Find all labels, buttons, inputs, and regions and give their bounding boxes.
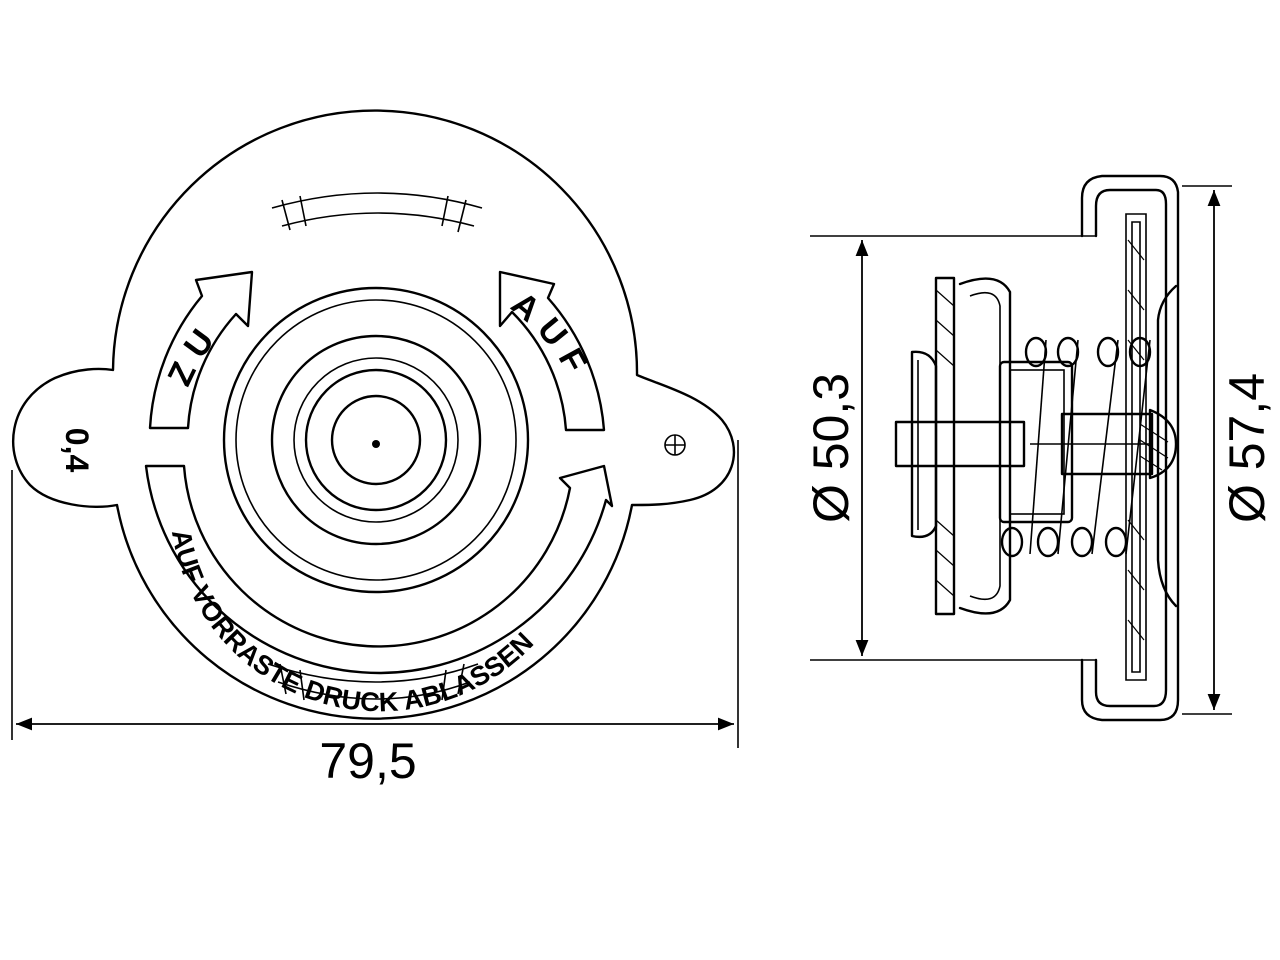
outer-diameter-label: Ø 57,4 bbox=[1219, 373, 1275, 523]
cap-outline bbox=[11, 109, 736, 720]
center-boss bbox=[222, 286, 530, 594]
auf-arrow-band bbox=[498, 270, 606, 432]
instruction-arrow-band bbox=[144, 464, 614, 675]
inner-diameter-dimension: Ø 50,3 bbox=[803, 240, 869, 656]
cap-shell bbox=[1080, 174, 1180, 722]
outer-diameter-dimension: Ø 57,4 bbox=[1207, 190, 1275, 710]
instruction-label: AUF VORRASTE DRUCK ABLASSEN bbox=[166, 527, 539, 717]
svg-text:AUF VORRASTE DRUCK ABLASSEN: AUF VORRASTE DRUCK ABLASSEN bbox=[166, 527, 539, 717]
bottom-detent bbox=[267, 663, 479, 701]
valve-stem bbox=[894, 408, 1178, 480]
pressure-rating: 0,4 bbox=[59, 428, 95, 473]
zu-arrow-band bbox=[148, 270, 254, 430]
side-view: Ø 50,3 Ø 57,4 bbox=[803, 174, 1275, 722]
spring bbox=[998, 336, 1152, 558]
zu-label: ZU bbox=[161, 315, 218, 392]
svg-text:ZU: ZU bbox=[161, 315, 228, 392]
width-dimension: 79,5 bbox=[11, 440, 739, 789]
inner-diameter-label: Ø 50,3 bbox=[803, 373, 859, 523]
seal-assembly bbox=[910, 276, 1012, 616]
width-dimension-label: 79,5 bbox=[319, 733, 416, 789]
top-detent bbox=[271, 192, 483, 233]
front-view: ZU AUF AUF VORRASTE DRUCK ABLASSEN 0,4 bbox=[11, 109, 739, 789]
